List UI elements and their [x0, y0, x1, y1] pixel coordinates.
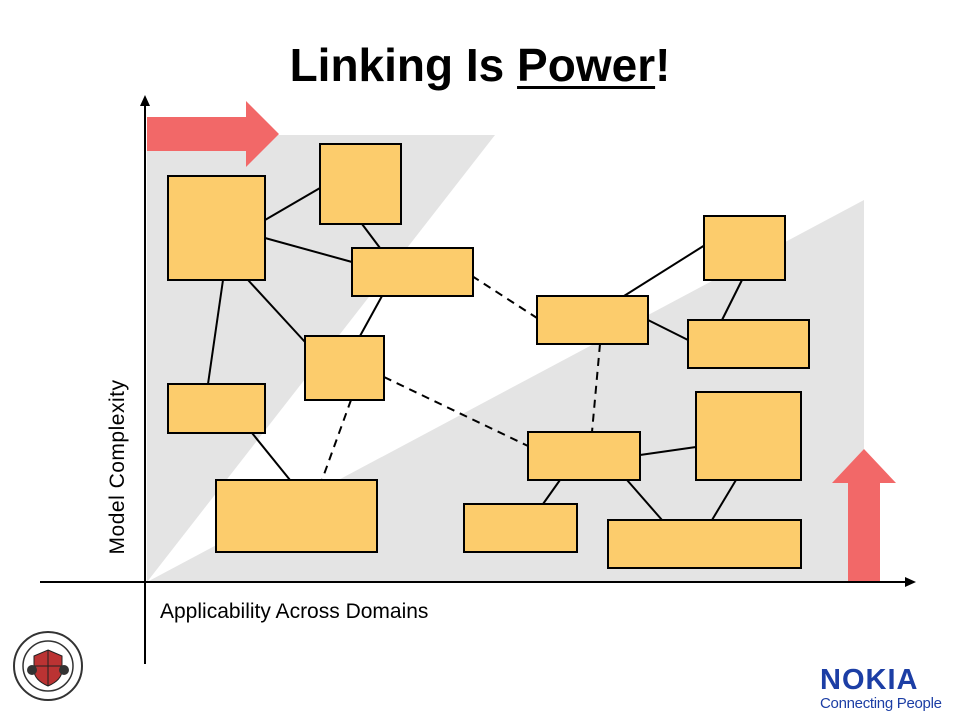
- university-seal-logo: [13, 631, 83, 701]
- model-box: [536, 295, 649, 345]
- link: [251, 432, 291, 481]
- link: [207, 279, 224, 385]
- solid-links: [207, 187, 743, 521]
- link: [264, 237, 353, 263]
- model-boxes: [167, 143, 810, 569]
- link: [247, 279, 306, 343]
- dashed-link: [591, 343, 601, 433]
- dashed-link: [321, 399, 352, 481]
- dashed-link: [471, 275, 538, 319]
- model-box: [304, 335, 385, 401]
- model-box: [687, 319, 810, 369]
- model-box: [351, 247, 474, 297]
- link: [264, 187, 321, 221]
- model-box: [607, 519, 802, 569]
- x-axis-arrowhead: [905, 577, 916, 587]
- y-axis-label: Model Complexity: [106, 379, 129, 555]
- model-box: [463, 503, 578, 553]
- model-box: [703, 215, 786, 281]
- link: [359, 295, 383, 337]
- title-end: !: [655, 39, 671, 91]
- title-emphasis: Power: [517, 39, 656, 91]
- link: [647, 319, 689, 341]
- link: [623, 244, 706, 297]
- model-box: [215, 479, 378, 553]
- model-box: [167, 383, 266, 434]
- right-arrow: [147, 101, 279, 167]
- y-axis-arrowhead: [140, 95, 150, 106]
- link: [711, 479, 737, 521]
- dashed-link: [383, 376, 529, 447]
- slide-title: Linking Is Power!: [0, 38, 960, 92]
- model-box: [167, 175, 266, 281]
- dashed-links: [321, 275, 601, 481]
- x-axis-label: Applicability Across Domains: [160, 600, 429, 623]
- up-arrow: [832, 449, 896, 582]
- nokia-tagline: Connecting People: [820, 695, 942, 712]
- link: [721, 279, 743, 321]
- link: [639, 446, 697, 456]
- title-lead: Linking Is: [289, 39, 518, 91]
- nokia-wordmark: NOKIA: [820, 664, 919, 696]
- link: [542, 479, 561, 505]
- model-box: [527, 431, 641, 481]
- model-box: [319, 143, 402, 225]
- axes: [40, 104, 908, 664]
- model-box: [695, 391, 802, 481]
- link: [626, 479, 663, 521]
- nokia-logo: NOKIA Connecting People: [820, 666, 948, 714]
- link: [361, 223, 381, 249]
